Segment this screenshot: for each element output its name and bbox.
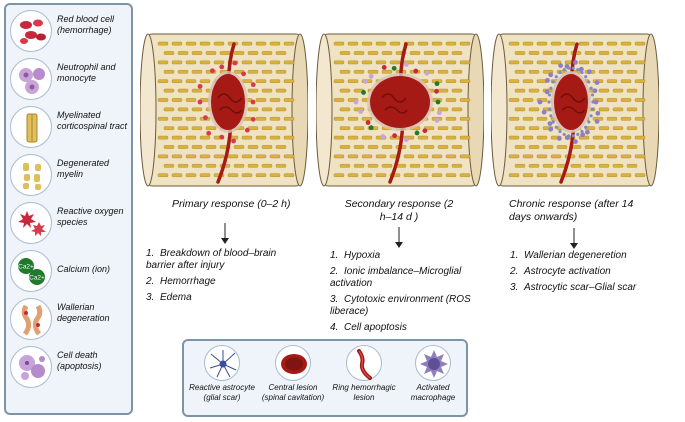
chronic-response-title: Chronic response (after 14 days onwards)	[509, 198, 634, 223]
legend-item-degenerated-myelin: Degenerated myelin	[10, 154, 134, 198]
myelinated-tract-icon	[26, 113, 38, 143]
legend-label: Cell death (apoptosis)	[57, 350, 102, 371]
activated-macrophage-icon	[420, 350, 448, 378]
list-item: 3.Edema	[146, 292, 192, 303]
bottom-legend-label: Reactive astrocyte (glial scar)	[189, 383, 255, 402]
legend-panel: Red blood cell (hemorrhage) Neutrophil a…	[4, 3, 133, 415]
legend-item-calcium: Ca2+ Ca2+ Calcium (ion)	[10, 250, 134, 294]
down-arrow-icon	[570, 228, 578, 249]
legend-item-red-blood-cell: Red blood cell (hemorrhage)	[10, 10, 134, 54]
bottom-legend-label: Central lesion (spinal cavitation)	[261, 383, 325, 402]
legend-label: Red blood cell (hemorrhage)	[57, 14, 115, 35]
chronic-response-list: 1.Wallerian degeneretion 2.Astrocyte act…	[510, 250, 675, 298]
bottom-legend-item: Reactive astrocyte (glial scar)	[187, 345, 257, 415]
primary-response-title: Primary response (0–2 h)	[172, 198, 291, 210]
central-lesion-icon	[281, 354, 307, 374]
bottom-legend-item: Ring hemorrhagic lesion	[329, 345, 399, 415]
list-item: 2.Astrocyte activation	[510, 266, 611, 277]
secondary-response-list: 1.Hypoxia 2.Ionic imbalance–Microglial a…	[330, 250, 490, 338]
ros-icon	[18, 211, 46, 236]
legend-label: Reactive oxygen species	[57, 206, 124, 227]
legend-item-neutrophil: Neutrophil and monocyte	[10, 58, 134, 102]
list-item: 2.Hemorrhage	[146, 276, 216, 287]
list-item: 1.Wallerian degeneretion	[510, 250, 627, 261]
legend-item-ros: Reactive oxygen species	[10, 202, 134, 246]
svg-text:Ca2+: Ca2+	[29, 275, 45, 282]
ring-hemorrhagic-lesion-icon	[357, 349, 372, 380]
bottom-legend-item: Central lesion (spinal cavitation)	[258, 345, 328, 415]
secondary-response-illustration	[316, 33, 484, 187]
bottom-legend-label: Ring hemorrhagic lesion	[332, 383, 396, 402]
legend-item-cell-death: Cell death (apoptosis)	[10, 346, 134, 390]
legend-label: Degenerated myelin	[57, 158, 110, 179]
list-item: 1.Hypoxia	[330, 250, 381, 261]
degenerated-myelin-icon	[23, 163, 41, 190]
down-arrow-icon	[395, 227, 403, 248]
bottom-legend-item: Activated macrophage	[398, 345, 468, 415]
bottom-legend-panel: Reactive astrocyte (glial scar) Central …	[182, 339, 468, 417]
legend-label: Calcium (ion)	[57, 264, 111, 274]
list-item: 3.Astrocytic scar–Glial scar	[510, 282, 637, 293]
primary-response-illustration	[140, 33, 308, 187]
cell-death-icon	[19, 355, 45, 380]
list-item: 4.Cell apoptosis	[330, 322, 407, 333]
reactive-astrocyte-icon	[209, 350, 237, 378]
svg-text:Ca2+: Ca2+	[18, 264, 34, 271]
list-item: 2.Ionic imbalance–Microglial activation	[330, 266, 462, 289]
calcium-icon: Ca2+ Ca2+	[18, 258, 45, 285]
down-arrow-icon	[221, 223, 229, 244]
list-item: 3.Cytotoxic environment (ROS liberace)	[330, 294, 471, 317]
legend-item-myelinated-tract: Myelinated corticospinal tract	[10, 106, 134, 150]
bottom-legend-label: Activated macrophage	[410, 383, 456, 402]
legend-label: Myelinated corticospinal tract	[57, 110, 128, 131]
primary-response-list: 1.Breakdown of blood–brain barrier after…	[146, 248, 296, 308]
list-item: 1.Breakdown of blood–brain barrier after…	[146, 248, 277, 271]
legend-label: Wallerian degeneration	[57, 302, 110, 323]
neutrophil-icon	[19, 68, 45, 94]
secondary-response-title: Secondary response (2 h–14 d )	[344, 198, 454, 223]
legend-label: Neutrophil and monocyte	[57, 62, 116, 83]
wallerian-icon	[21, 304, 43, 336]
legend-item-wallerian: Wallerian degeneration	[10, 298, 134, 342]
chronic-response-illustration	[491, 33, 659, 187]
red-blood-cell-icon	[20, 19, 46, 44]
